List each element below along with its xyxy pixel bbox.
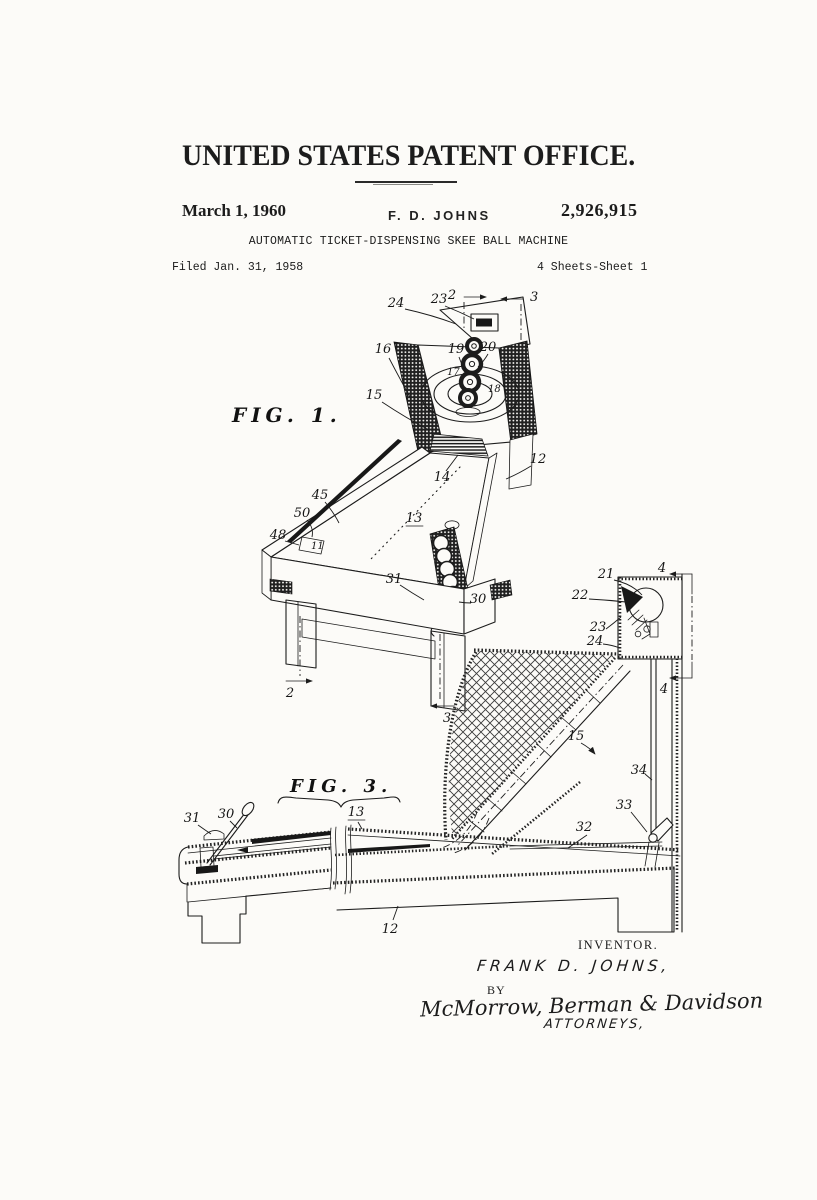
break-line-left [329, 826, 337, 891]
ref-fig1-45: 45 [311, 488, 329, 503]
ref-fig3-34: 34 [631, 763, 648, 778]
right-rail [463, 452, 498, 590]
score-display [470, 313, 499, 332]
ref-fig3-4b: 4 [659, 682, 668, 697]
ref-fig1-20: 20 [479, 340, 497, 355]
inventor-short-name: F. D. JOHNS [388, 208, 491, 223]
ref-fig3-31: 31 [184, 811, 201, 826]
ball-groove [287, 439, 402, 543]
lane-side-front [178, 801, 332, 944]
ref-fig1-17: 17 [447, 367, 460, 378]
ref-fig3-4a: 4 [657, 561, 666, 576]
sheet-count: 4 Sheets-Sheet 1 [537, 261, 648, 274]
filed-date: Filed Jan. 31, 1958 [172, 261, 304, 274]
ref-fig3-30: 30 [218, 807, 235, 822]
ref-fig1-2b: 2 [285, 686, 294, 701]
trigger-rod [650, 658, 657, 836]
ref-fig3-32: 32 [576, 820, 593, 835]
ref-fig1-2: 2 [447, 288, 456, 303]
ref-fig1-12: 12 [530, 452, 547, 467]
fig1-label: FIG. 1. [231, 403, 342, 427]
ref-fig1-18: 18 [488, 384, 501, 395]
inventor-caption: INVENTOR. [578, 938, 659, 952]
left-corner-cap [269, 578, 293, 595]
ref-fig1-24: 24 [387, 296, 405, 311]
trigger-bar [509, 841, 663, 850]
ref-fig1-3: 3 [530, 290, 538, 305]
by-label: BY [487, 983, 506, 997]
ref-fig1-30: 30 [470, 592, 487, 607]
ref-fig3-33: 33 [616, 798, 633, 813]
patent-drawing: FIG. 1. 2 3 [178, 288, 693, 944]
ref-fig1-15: 15 [366, 388, 383, 403]
return-ramp [441, 664, 631, 856]
ball-shutter [429, 433, 489, 457]
page-title: UNITED STATES PATENT OFFICE. [181, 139, 636, 172]
figure-3: FIG. 3. [178, 561, 693, 944]
ticket-dispenser [617, 576, 683, 660]
invention-title: AUTOMATIC TICKET-DISPENSING SKEE BALL MA… [248, 235, 569, 248]
right-corner-cap [489, 579, 513, 601]
title-underline [355, 181, 457, 185]
lever-cap [203, 830, 225, 841]
lever-knob [241, 801, 255, 817]
ref-fig3-13: 13 [348, 805, 365, 820]
ref-fig3-12: 12 [382, 922, 399, 937]
ref-fig3-15: 15 [568, 729, 585, 744]
ref-fig1-31: 31 [386, 572, 403, 587]
lane-side-rear [332, 827, 681, 933]
net-hood [448, 651, 616, 838]
ref-fig3-21: 21 [597, 567, 615, 582]
score-pockets [455, 337, 484, 417]
trip-hinge [644, 817, 674, 868]
fig3-brace [277, 796, 401, 808]
ref-fig3-22: 22 [571, 588, 589, 603]
ref-fig1-23: 23 [430, 292, 448, 307]
ref-fig1-11: 11 [311, 541, 324, 552]
ref-fig1-14: 14 [434, 470, 451, 485]
issue-date: March 1, 1960 [182, 201, 287, 220]
ref-fig3-23: 23 [589, 620, 607, 635]
ref-fig1-50: 50 [294, 506, 311, 521]
ref-fig3-24: 24 [586, 634, 604, 649]
attorneys-caption: ATTORNEYS, [543, 1017, 647, 1032]
release-lever [206, 812, 249, 866]
figure-1: FIG. 1. 2 3 [231, 288, 546, 726]
ref-fig1-13: 13 [406, 511, 423, 526]
ref-fig1-48: 48 [269, 528, 287, 543]
cabinet-side [463, 578, 496, 635]
inventor-name: FRANK D. JOHNS, [476, 957, 672, 975]
rail-pocket [298, 536, 325, 555]
fig3-label: FIG. 3. [289, 776, 392, 797]
ref-fig1-16: 16 [375, 342, 392, 357]
patent-number: 2,926,915 [561, 200, 638, 220]
ref-fig1-3b: 3 [443, 711, 451, 726]
ref-fig1-19: 19 [448, 342, 465, 357]
